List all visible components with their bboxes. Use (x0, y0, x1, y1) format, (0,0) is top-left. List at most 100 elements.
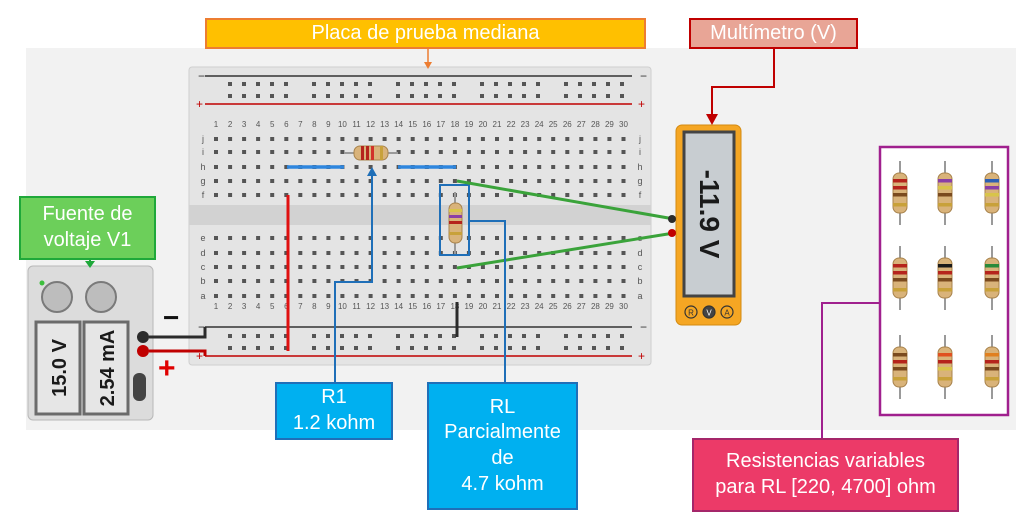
column-number: 23 (521, 302, 530, 311)
variable-resistor[interactable] (984, 246, 1000, 310)
breadboard-hole (326, 179, 331, 183)
column-number: 8 (312, 302, 317, 311)
column-number: 14 (394, 120, 403, 129)
breadboard-hole (354, 193, 359, 197)
breadboard-hole (214, 150, 218, 154)
power-switch[interactable] (133, 373, 146, 401)
breadboard-hole (593, 294, 598, 298)
breadboard-hole (537, 265, 542, 269)
breadboard-hole (508, 346, 512, 350)
breadboard-hole (480, 251, 485, 255)
multimeter-btn-a[interactable] (720, 305, 734, 319)
breadboard-hole (242, 294, 247, 298)
positive-supply-wire (149, 349, 207, 356)
variable-resistor-set (892, 161, 1000, 399)
column-number: 24 (535, 120, 544, 129)
breadboard-hole (551, 236, 556, 240)
variable-resistors-callout-line1: Resistencias variables (726, 450, 925, 473)
breadboard-hole (326, 334, 330, 338)
breadboard-hole (354, 179, 359, 183)
multimeter-btn-v[interactable] (702, 305, 716, 319)
breadboard-hole (621, 137, 626, 141)
variable-resistor[interactable] (937, 246, 953, 310)
breadboard-hole (480, 150, 485, 154)
breadboard-hole (382, 265, 387, 269)
voltage-knob[interactable] (41, 281, 73, 313)
multimeter-probe-red-wire (456, 231, 675, 270)
breadboard-hole (523, 265, 528, 269)
breadboard-hole (621, 179, 626, 183)
breadboard-hole (438, 294, 443, 298)
breadboard-hole (579, 265, 584, 269)
breadboard-hole (509, 265, 514, 269)
column-number: 27 (577, 120, 586, 129)
breadboard-hole (256, 82, 260, 86)
breadboard-hole (495, 193, 499, 197)
variable-resistor[interactable] (984, 335, 1000, 399)
multimeter-btn-r[interactable] (684, 305, 698, 319)
breadboard-hole (298, 137, 303, 141)
breadboard-hole (452, 294, 457, 298)
variable-resistor[interactable] (937, 161, 953, 225)
variable-resistor[interactable] (984, 161, 1000, 225)
breadboard-hole (312, 279, 317, 283)
variable-resistor[interactable] (937, 335, 953, 399)
breadboard-hole (368, 193, 373, 197)
breadboard-hole (256, 279, 261, 283)
breadboard-hole (228, 193, 233, 197)
breadboard-hole (593, 265, 598, 269)
breadboard-hole (564, 82, 568, 86)
current-knob[interactable] (85, 281, 117, 313)
breadboard-hole (214, 179, 218, 183)
breadboard-hole (452, 137, 457, 141)
breadboard-hole (214, 251, 218, 255)
breadboard-hole (452, 179, 457, 183)
breadboard-hole (368, 94, 372, 98)
breadboard-hole (326, 346, 330, 350)
variable-resistor[interactable] (892, 335, 908, 399)
multimeter-com-jack (668, 215, 676, 223)
column-number: 11 (352, 120, 361, 129)
breadboard-hole (509, 279, 514, 283)
breadboard-hole (607, 251, 612, 255)
breadboard-hole (340, 82, 344, 86)
breadboard-hole (452, 150, 457, 154)
breadboard-hole (270, 251, 275, 255)
var-label-pointer (821, 302, 880, 438)
row-letter: a (637, 291, 642, 301)
breadboard-hole (480, 236, 485, 240)
breadboard-hole (578, 94, 582, 98)
negative-supply-wire (149, 327, 207, 339)
breadboard-hole (466, 165, 471, 169)
breadboard-hole (396, 279, 401, 283)
breadboard-hole (578, 82, 582, 86)
column-number: 22 (507, 120, 516, 129)
breadboard-hole (298, 179, 303, 183)
breadboard-hole (284, 179, 289, 183)
breadboard-hole (326, 279, 331, 283)
variable-resistor[interactable] (892, 246, 908, 310)
row-letter: i (202, 147, 204, 157)
breadboard-hole (242, 334, 246, 338)
breadboard-hole (256, 94, 260, 98)
breadboard-hole (242, 94, 246, 98)
breadboard-hole (620, 82, 624, 86)
breadboard-hole (270, 334, 274, 338)
power-supply-callout-line1: Fuente de (42, 203, 133, 226)
breadboard-hole (410, 251, 415, 255)
breadboard-hole (242, 193, 247, 197)
variable-resistor[interactable] (892, 161, 908, 225)
column-number: 10 (338, 302, 347, 311)
breadboard-hole (228, 265, 233, 269)
breadboard-hole (354, 251, 359, 255)
breadboard-hole (424, 294, 429, 298)
breadboard-hole (368, 179, 373, 183)
breadboard-hole (480, 137, 485, 141)
breadboard-hole (579, 150, 584, 154)
row-letter: b (200, 276, 205, 286)
breadboard-hole (284, 294, 289, 298)
breadboard-hole (551, 279, 556, 283)
multimeter-btn-r-label: R (688, 309, 694, 318)
multimeter: -11.9 V R V A (668, 124, 742, 326)
